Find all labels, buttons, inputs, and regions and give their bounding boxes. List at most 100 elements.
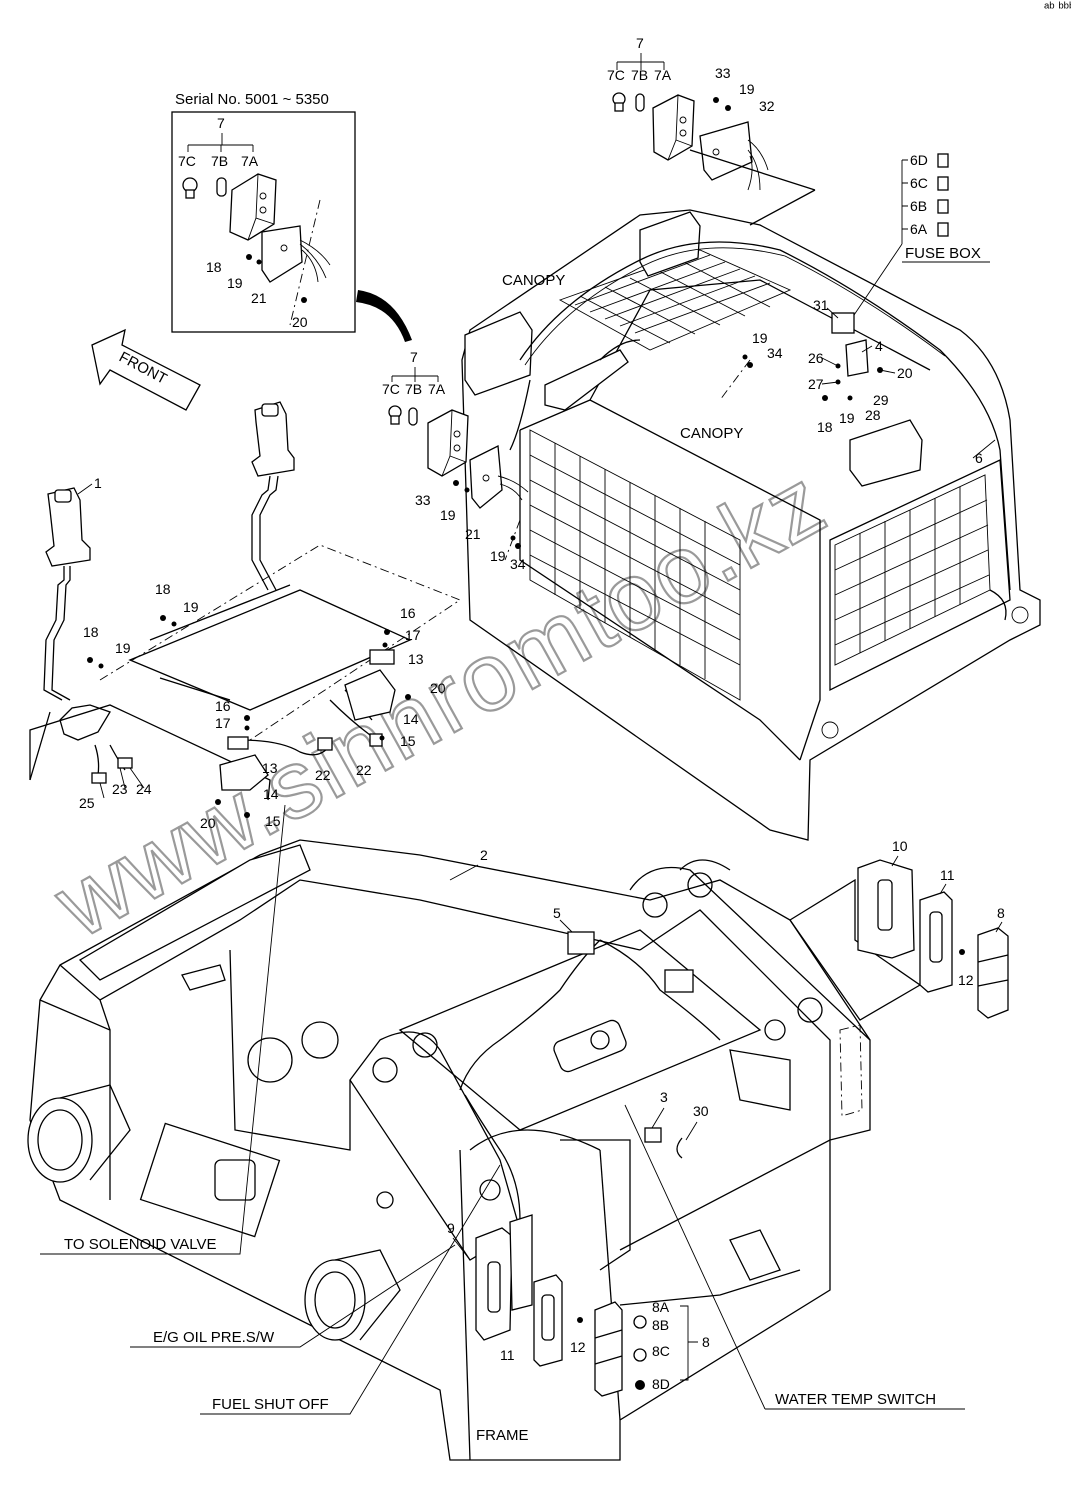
- svg-text:22: 22: [315, 767, 331, 783]
- svg-text:5: 5: [553, 905, 561, 921]
- svg-text:14: 14: [263, 786, 279, 802]
- svg-text:15: 15: [265, 813, 281, 829]
- svg-text:18: 18: [817, 419, 833, 435]
- left-hub-upper: [27, 1084, 131, 1183]
- svg-text:8C: 8C: [652, 1343, 670, 1359]
- svg-text:4: 4: [875, 338, 883, 354]
- inset-title: Serial No. 5001 ~ 5350: [175, 91, 329, 108]
- svg-text:19: 19: [752, 330, 768, 346]
- svg-text:7: 7: [410, 349, 418, 365]
- canopy-side-label: CANOPY: [680, 425, 743, 442]
- svg-text:14: 14: [403, 711, 419, 727]
- svg-text:26: 26: [808, 350, 824, 366]
- svg-text:7B: 7B: [631, 67, 648, 83]
- svg-text:15: 15: [400, 733, 416, 749]
- svg-text:32: 32: [759, 98, 775, 114]
- svg-text:7C: 7C: [607, 67, 625, 83]
- svg-text:24: 24: [136, 781, 152, 797]
- svg-text:10: 10: [892, 838, 908, 854]
- svg-text:3: 3: [660, 1089, 668, 1105]
- svg-text:19: 19: [490, 548, 506, 564]
- svg-text:8B: 8B: [652, 1317, 669, 1333]
- svg-text:16: 16: [215, 698, 231, 714]
- right-side-lamps: 10 11 8 12: [789, 838, 1009, 1021]
- svg-text:6A: 6A: [910, 221, 928, 237]
- label-eg-oil-pre-sw: E/G OIL PRE.S/W: [153, 1329, 275, 1346]
- svg-text:7B: 7B: [405, 381, 422, 397]
- machine-frame: 2 5 3 30 9 11 12 FRAME: [27, 839, 871, 1461]
- svg-text:34: 34: [767, 345, 783, 361]
- svg-text:18: 18: [206, 259, 222, 275]
- label-water-temp-switch: WATER TEMP SWITCH: [775, 1391, 936, 1408]
- svg-text:30: 30: [693, 1103, 709, 1119]
- svg-text:8: 8: [702, 1334, 710, 1350]
- svg-text:22: 22: [356, 762, 372, 778]
- svg-text:33: 33: [715, 65, 731, 81]
- svg-text:7C: 7C: [382, 381, 400, 397]
- svg-text:17: 17: [215, 715, 231, 731]
- svg-text:19: 19: [739, 81, 755, 97]
- svg-text:19: 19: [115, 640, 131, 656]
- svg-text:2: 2: [480, 847, 488, 863]
- svg-text:19: 19: [839, 410, 855, 426]
- svg-text:21: 21: [465, 526, 481, 542]
- svg-text:11: 11: [940, 867, 955, 883]
- label-to-solenoid-valve: TO SOLENOID VALVE: [64, 1236, 217, 1253]
- svg-text:12: 12: [570, 1339, 586, 1355]
- fuse-box-label: FUSE BOX: [905, 245, 981, 262]
- svg-text:33: 33: [415, 492, 431, 508]
- fuse-box: 6D 6C 6B 6A FUSE BOX: [851, 152, 990, 319]
- svg-text:31: 31: [813, 297, 829, 313]
- corner-mark: ᵃᵇ ᵇᵇᵇ: [1044, 0, 1071, 15]
- svg-text:17: 17: [405, 627, 421, 643]
- lamp-group-mid: 7 7C 7B 7A 33 19 21 19 34: [382, 349, 529, 572]
- svg-text:19: 19: [183, 599, 199, 615]
- svg-text:7A: 7A: [428, 381, 446, 397]
- svg-text:20: 20: [430, 680, 446, 696]
- svg-text:20: 20: [292, 314, 308, 330]
- svg-text:34: 34: [510, 556, 526, 572]
- svg-text:6: 6: [975, 450, 983, 466]
- svg-text:1: 1: [94, 475, 102, 491]
- canopy-rear-grille: [834, 474, 991, 666]
- svg-text:6C: 6C: [910, 175, 928, 191]
- svg-text:18: 18: [83, 624, 99, 640]
- svg-text:www.sinhromtoo.kz: www.sinhromtoo.kz: [37, 447, 843, 958]
- svg-text:12: 12: [958, 972, 974, 988]
- watermark: www.sinhromtoo.kz: [36, 446, 844, 960]
- svg-text:27: 27: [808, 376, 824, 392]
- svg-text:7A: 7A: [654, 67, 672, 83]
- svg-text:7B: 7B: [211, 153, 228, 169]
- svg-text:20: 20: [200, 815, 216, 831]
- svg-text:19: 19: [440, 507, 456, 523]
- inset-serial-box: Serial No. 5001 ~ 5350 7 7C 7B 7A 18 19 …: [171, 91, 356, 333]
- svg-text:7A: 7A: [241, 153, 259, 169]
- left-hub-lower: [304, 1249, 401, 1341]
- canopy-side-grille: [529, 429, 741, 701]
- svg-text:7C: 7C: [178, 153, 196, 169]
- svg-text:20: 20: [897, 365, 913, 381]
- reference-arrow: [356, 290, 412, 342]
- svg-text:8D: 8D: [652, 1376, 670, 1392]
- svg-text:23: 23: [112, 781, 128, 797]
- svg-text:16: 16: [400, 605, 416, 621]
- svg-text:25: 25: [79, 795, 95, 811]
- canopy: CANOPY CANOPY 19 34 31 4 26 27 20 18 19 …: [461, 209, 1041, 841]
- svg-text:6D: 6D: [910, 152, 928, 168]
- svg-text:8A: 8A: [652, 1299, 670, 1315]
- svg-text:9: 9: [447, 1220, 455, 1236]
- label-fuel-shut-off: FUEL SHUT OFF: [212, 1396, 329, 1413]
- svg-text:29: 29: [873, 392, 889, 408]
- control-levers: 1 18 19 18 19 16 17 13 20 14 15 22 16 17…: [29, 401, 461, 831]
- svg-text:18: 18: [155, 581, 171, 597]
- leader-labels: TO SOLENOID VALVE E/G OIL PRE.S/W FUEL S…: [40, 804, 965, 1415]
- frame-label: FRAME: [476, 1427, 529, 1444]
- svg-text:7: 7: [636, 35, 644, 51]
- svg-text:13: 13: [408, 651, 424, 667]
- svg-text:19: 19: [227, 275, 243, 291]
- front-arrow: FRONT: [91, 328, 201, 411]
- svg-text:7: 7: [217, 115, 225, 131]
- canopy-top-label: CANOPY: [502, 272, 565, 289]
- svg-text:11: 11: [500, 1347, 515, 1363]
